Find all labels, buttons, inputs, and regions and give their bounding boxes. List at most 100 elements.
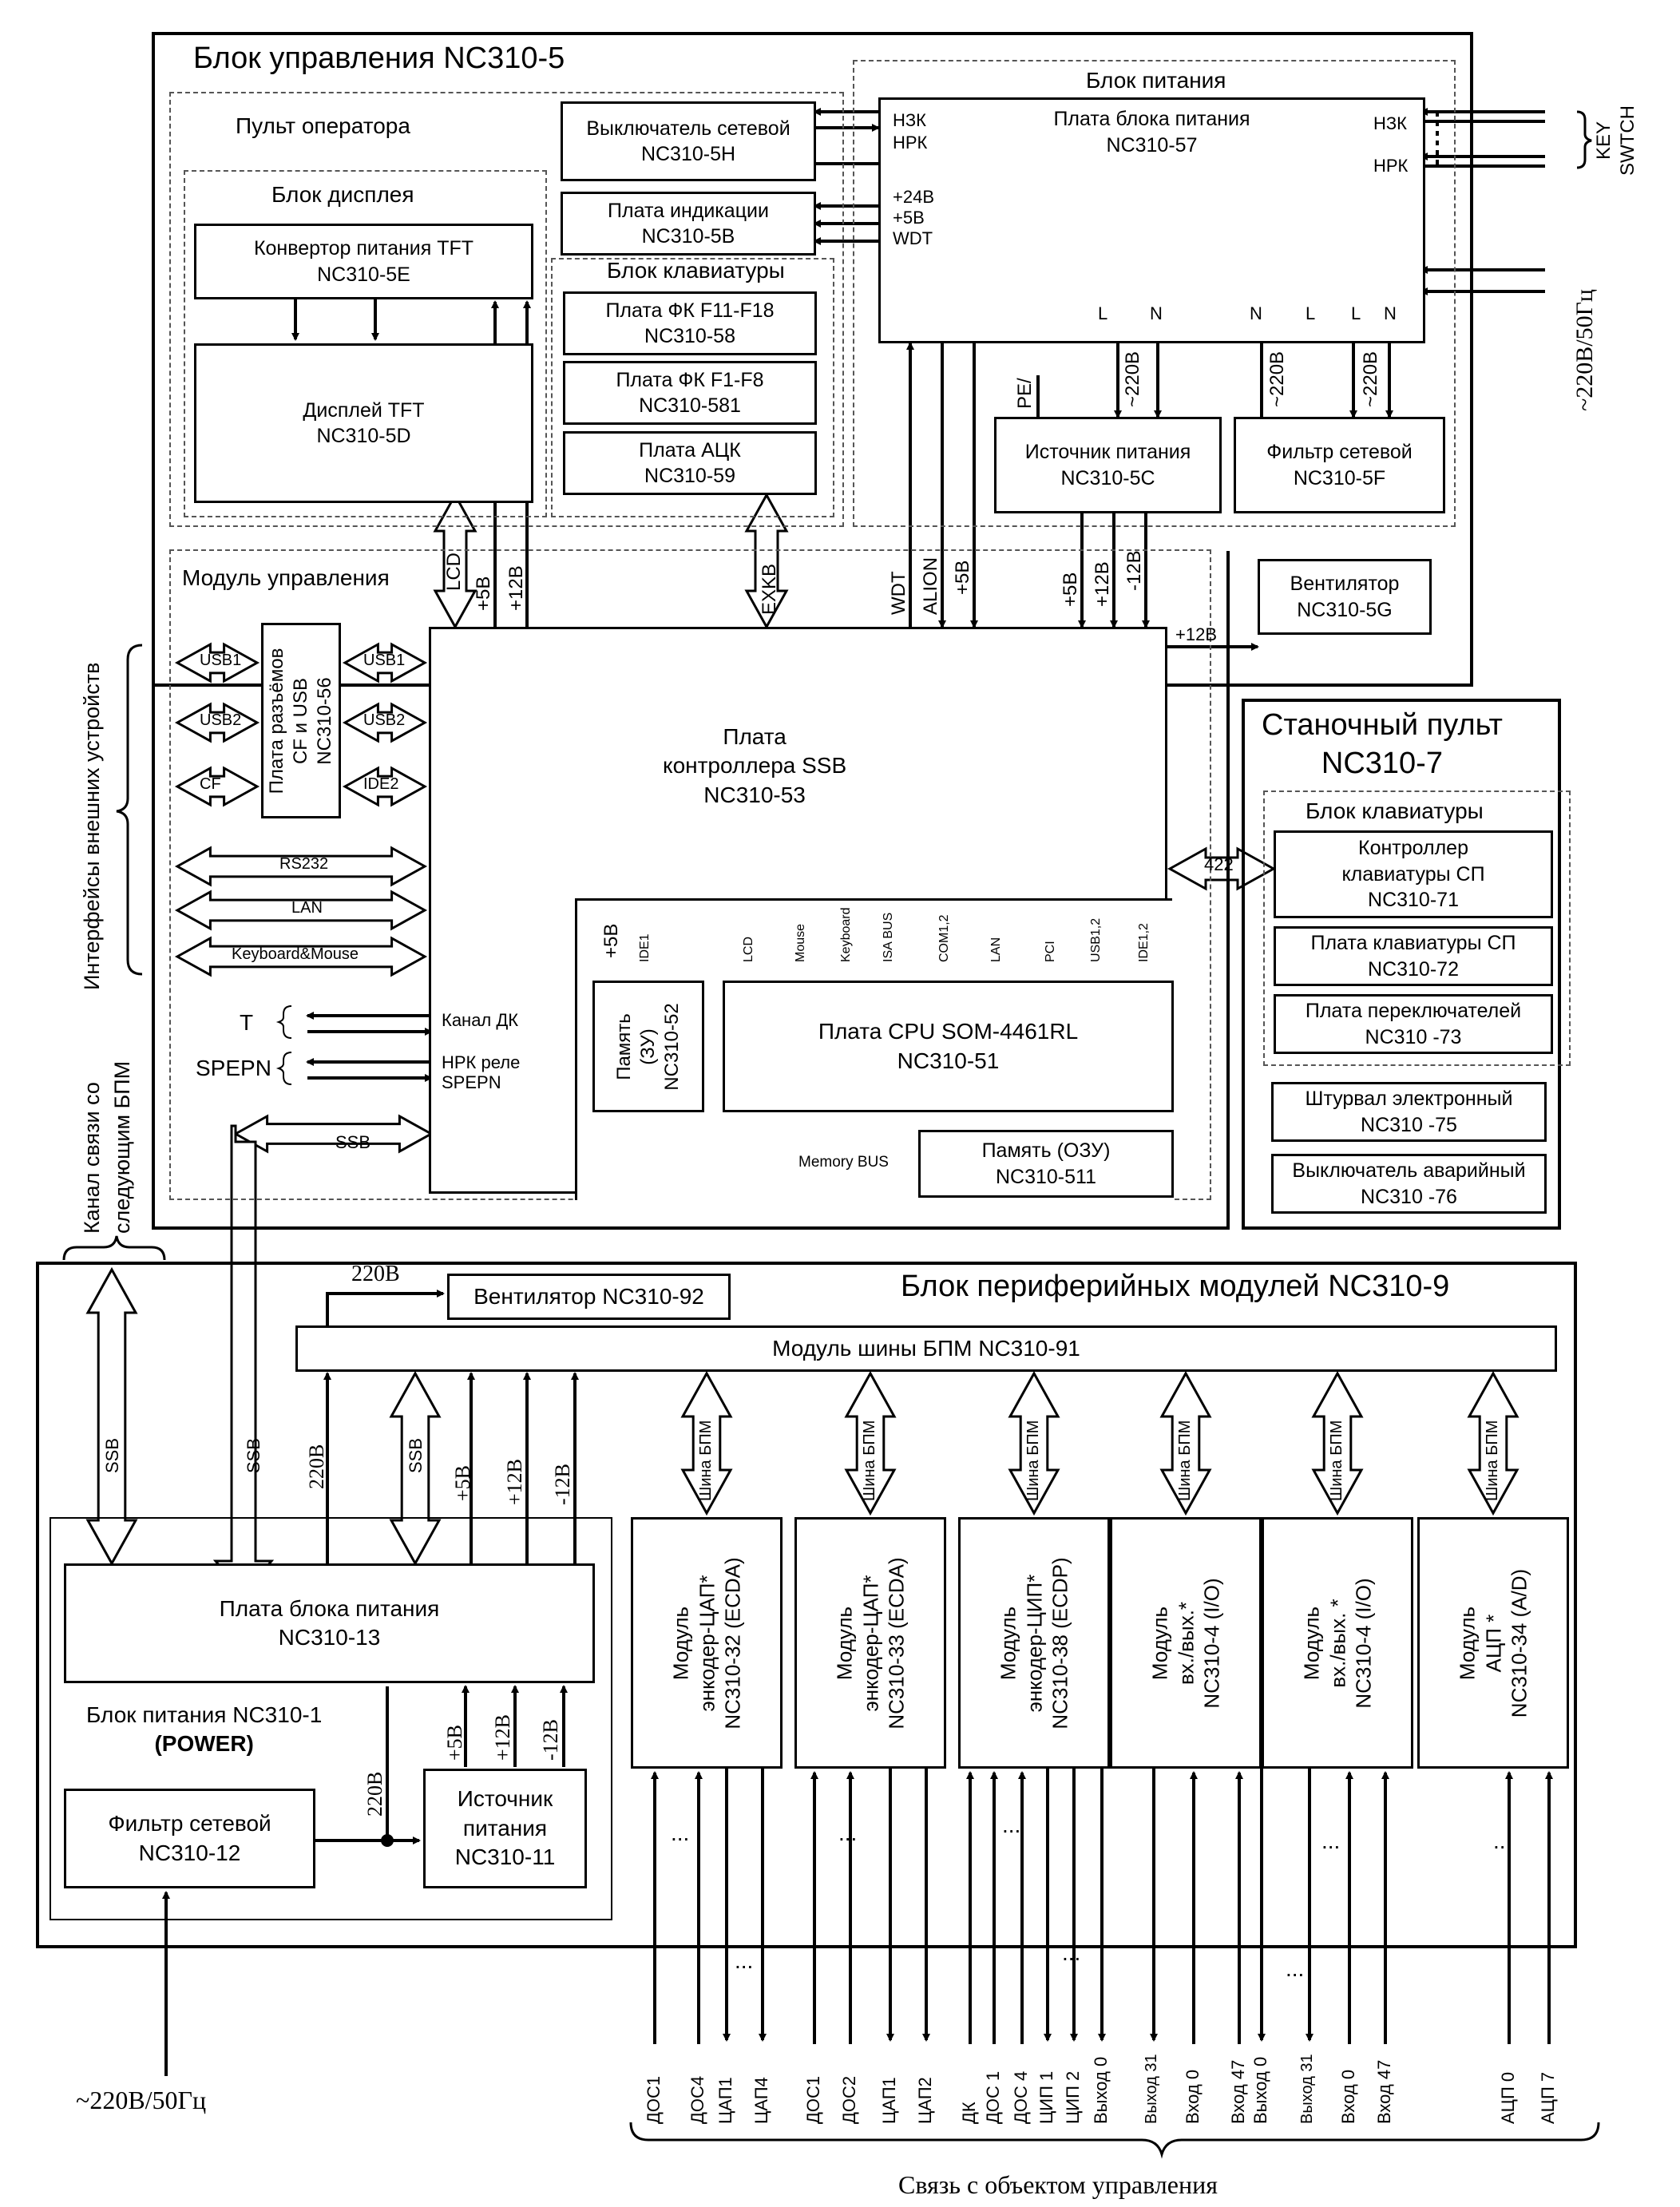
pin-n2: N — [1250, 303, 1262, 323]
power-board-label: Плата блока питания — [1053, 108, 1250, 130]
machine-panel-title-line1: Станочный пульт — [1262, 708, 1503, 742]
pin-l3: L — [1351, 303, 1361, 323]
switch-board-box: Плата переключателей NC310 -73 — [1274, 994, 1553, 1054]
switch-board-code: NC310 -73 — [1365, 1025, 1462, 1048]
fan-voltage-label: +12В — [1175, 624, 1217, 644]
periph-module-3-line2: NC310-4 (I/O) — [1199, 1577, 1224, 1709]
periph-module-4-line2: NC310-4 (I/O) — [1351, 1577, 1376, 1709]
nrk-relay-line1: НРК реле — [442, 1052, 521, 1072]
power-unit-title-line2: (POWER) — [154, 1731, 254, 1757]
source-11-box: Источник питания NC310-11 — [423, 1769, 587, 1888]
cpu-port-6: LAN — [989, 937, 1003, 962]
bottom-signal-2: ЦАП1 — [715, 2077, 735, 2124]
periph-module-4-line1: вх./вых. * — [1325, 1598, 1349, 1688]
object-link-label: Связь с объектом управления — [898, 2170, 1218, 2199]
memory-plus5-label: +5В — [600, 923, 622, 958]
port-left-arrow — [174, 642, 260, 683]
handwheel-box: Штурвал электронный NC310 -75 — [1271, 1082, 1547, 1142]
channel-bpm-label-1: Канал связи со — [80, 1082, 104, 1234]
sig-exkb: EXKB — [759, 563, 780, 615]
ssb-controller-line3: NC310-53 — [703, 782, 806, 807]
connector-board-box: Плата разъёмов CF и USB NC310-56 — [261, 623, 341, 818]
port-right-arrow — [342, 642, 428, 683]
power-sig-wdt: WDT — [893, 228, 933, 248]
periph-module-2-line2: NC310-38 (ECDP) — [1048, 1556, 1072, 1730]
bus-module-label: Модуль шины БПМ NC310-91 — [772, 1335, 1080, 1361]
tft-display-label: Дисплей TFT — [303, 398, 425, 422]
peripheral-frame — [36, 1262, 1577, 1948]
perif-sig-220: 220В — [305, 1444, 328, 1489]
bottom-signal-11: ЦИП 1 — [1036, 2070, 1056, 2124]
cpu-board-code: NC310-51 — [897, 1048, 1000, 1073]
bpm-bus-label-3: Шина БПМ — [1176, 1420, 1194, 1501]
power-unit-title: Блок питания NC310-1 (POWER) — [86, 1701, 322, 1759]
power-sig-nzk: НЗК — [893, 110, 926, 130]
connector-board-line2: CF и USB — [290, 677, 311, 764]
memory-zu-line2: (ЗУ) — [637, 1028, 659, 1065]
board-13-code: NC310-13 — [278, 1625, 381, 1650]
filter-12-code: NC310-12 — [138, 1840, 241, 1865]
memory-zu-label: Память (ЗУ) NC310-52 — [612, 1003, 684, 1090]
connector-board-line1: Плата разъёмов — [266, 648, 287, 794]
control-module-title: Модуль управления — [182, 565, 390, 590]
board-13-label: Плата блока питания — [219, 1595, 440, 1621]
channel-dk-label: Канал ДК — [442, 1010, 519, 1030]
bottom-signal-18: Выход 31 — [1298, 2054, 1316, 2124]
bpm-bus-arrow-4 — [1311, 1370, 1364, 1516]
perif-sig-5v: +5В — [451, 1464, 474, 1501]
sig-alion: ALION — [920, 557, 941, 615]
mains-right-label: ~220В/50Гц — [1571, 289, 1598, 411]
peripheral-fan-voltage: 220В — [351, 1262, 400, 1286]
wire-pe: PE/ — [1014, 378, 1036, 409]
memory-zu-line3: NC310-52 — [661, 1002, 683, 1091]
bottom-signal-17: Выход 0 — [1250, 2056, 1270, 2124]
power-sig-nzk-right: НЗК — [1373, 113, 1407, 133]
perif-ssb-1: SSB — [102, 1437, 122, 1473]
bottom-signal-1: ДОС4 — [687, 2075, 707, 2124]
handwheel-label: Штурвал электронный — [1305, 1088, 1513, 1110]
bottom-signal-9: ДОС 1 — [983, 2070, 1003, 2124]
bottom-signal-8: ДК — [959, 2102, 979, 2124]
pin-l1: L — [1098, 303, 1108, 323]
power-source-box: Источник питания NC310-5C — [994, 417, 1222, 513]
power-board-code: NC310-57 — [1106, 133, 1198, 157]
cpu-board-box: Плата CPU SOM-4461RL NC310-51 — [723, 981, 1174, 1112]
periph-module-0-line0: Модуль — [668, 1606, 693, 1680]
periph-module-5-line0: Модуль — [1455, 1606, 1480, 1680]
periph-module-1-line2: NC310-33 (ECDA) — [884, 1556, 909, 1730]
bpm-bus-arrow-5 — [1467, 1370, 1520, 1516]
ellipsis-7: ... — [1286, 1956, 1305, 1981]
ssb-controller-line2: контроллера SSB — [663, 753, 847, 779]
ellipsis-3: ... — [1321, 1829, 1341, 1853]
bus-arrow — [174, 890, 428, 931]
ellipsis-4: ... — [1493, 1829, 1512, 1853]
periph-module-5-line2: NC310-34 (A/D) — [1507, 1568, 1531, 1718]
sig-5v-a: +5В — [473, 576, 494, 611]
memory-bus-label: Memory BUS — [798, 1154, 889, 1171]
bottom-signal-20: Вход 47 — [1374, 2059, 1394, 2124]
control-unit-lower-frame — [152, 551, 1230, 1230]
sig-5v-b: +5В — [952, 560, 973, 595]
keyboard-board-ack: Плата АЦК NC310-59 — [563, 431, 817, 495]
keyboard-board-ack-label: Плата АЦК — [639, 438, 741, 462]
keyboard-board-f1-label: Плата ФК F1-F8 — [616, 368, 764, 391]
control-unit-title: Блок управления NC310-5 — [193, 42, 565, 75]
periph-module-0-line2: NC310-32 (ECDA) — [720, 1556, 745, 1730]
display-block — [184, 170, 547, 517]
kbd-board-label: Плата клавиатуры СП — [1310, 932, 1516, 954]
tft-display-box: Дисплей TFT NC310-5D — [194, 343, 533, 503]
power-source-label: Источник питания — [1024, 441, 1191, 463]
ssb-controller-label: Плата контроллера SSB NC310-53 — [663, 723, 846, 810]
network-switch-label: Выключатель сетевой — [586, 117, 790, 140]
sig-lcd: LCD — [443, 552, 465, 591]
channel-bpm-label-2: следующим БПМ — [110, 1060, 134, 1234]
kbd-board-code: NC310-72 — [1368, 957, 1459, 981]
sig-5v-c: +5В — [1060, 572, 1081, 607]
kbd-controller-box: Контроллер клавиатуры СП NC310-71 — [1274, 830, 1553, 918]
kbd-board-box: Плата клавиатуры СП NC310-72 — [1274, 926, 1553, 986]
keyboard-board-f1: Плата ФК F1-F8 NC310-581 — [563, 361, 817, 425]
